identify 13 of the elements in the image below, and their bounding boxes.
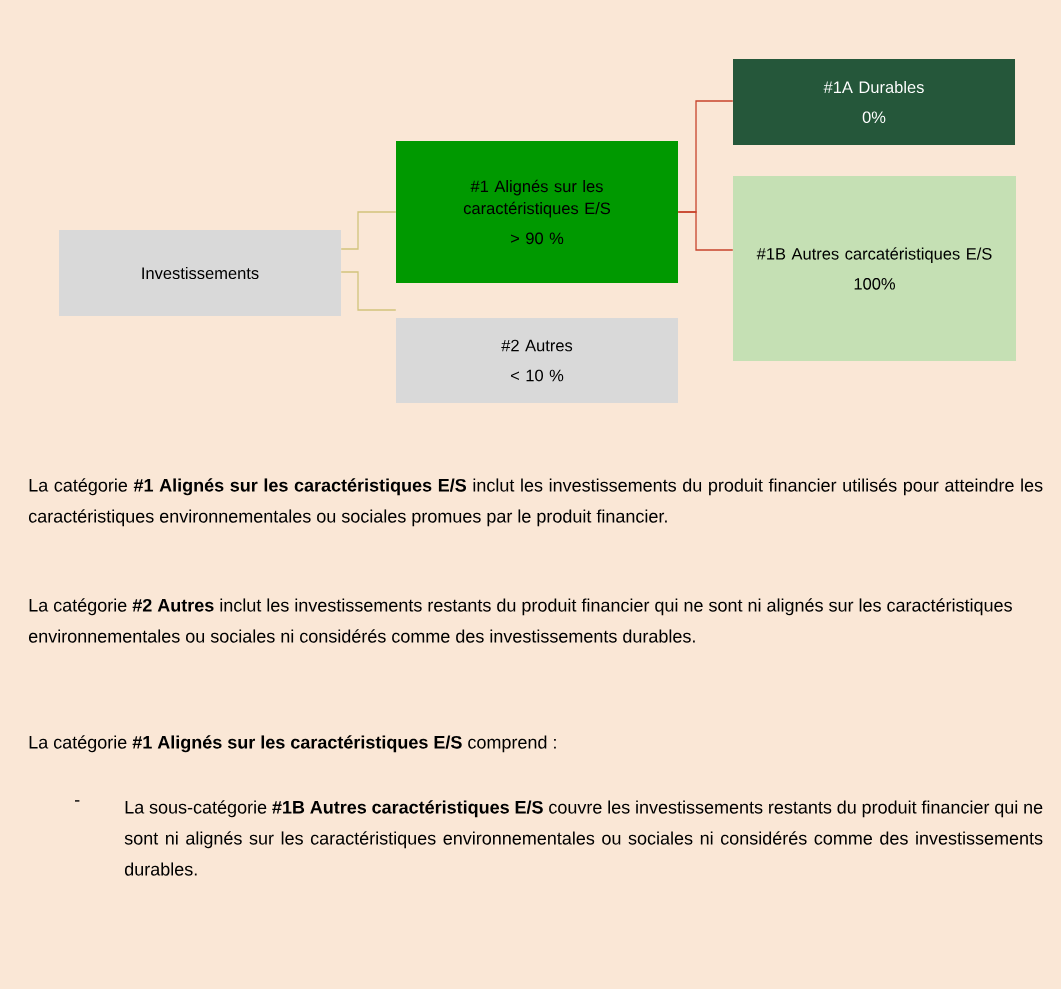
list-bullet: - — [75, 800, 80, 802]
paragraph: La sous-catégorie #1B Autres caractéristiques E/S couvre les investissements restants du produit financier qui ne sont ni alignés sur les caractéristiques environnementales ou sociales ni considérés comme des investissements durables. — [124, 800, 1043, 876]
category-box: #1B Autres carcatéristiques E/S 100% — [733, 176, 1016, 361]
paragraph: La catégorie #1 Alignés sur les caractéristiques E/S inclut les investissements du produit financier utilisés pour atteindre les caractéristiques environnementales ou sociales promues par le produit financier. — [28, 478, 1043, 527]
paragraph: La catégorie #2 Autres inclut les investissements restants du produit financier qui ne sont ni alignés sur les caractéristiques environnementales ou sociales ni considérés comme des investissements durables. — [28, 598, 1012, 643]
category-box: #1 Alignés sur les caractéristiques E/S > 90 % — [396, 141, 678, 283]
category-box: Investissements — [59, 230, 341, 316]
category-box: #1A Durables 0% — [733, 59, 1015, 145]
category-box: #2 Autres < 10 % — [396, 318, 678, 403]
connector-line — [340, 271, 397, 311]
paragraph: La catégorie #1 Alignés sur les caractéristiques E/S comprend : — [29, 735, 556, 753]
connector-line — [340, 211, 397, 250]
connector-line — [677, 211, 734, 251]
